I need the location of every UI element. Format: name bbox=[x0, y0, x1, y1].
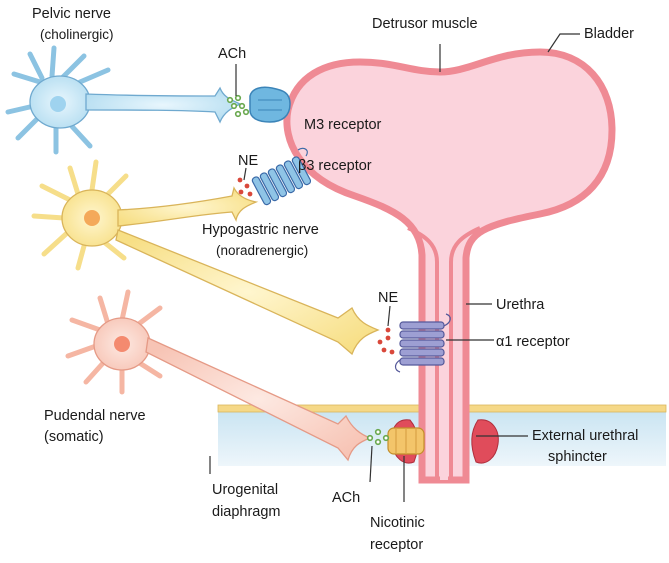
ach-vesicles-bottom bbox=[366, 428, 390, 446]
ne-vesicles-top bbox=[237, 177, 253, 197]
pudendal-nerve-label: Pudendal nerve bbox=[44, 408, 146, 424]
labels: Pelvic nerve (cholinergic) Detrusor musc… bbox=[32, 6, 638, 553]
hypogastric-nerve-label: Hypogastric nerve bbox=[202, 222, 319, 238]
ne-top-label: NE bbox=[238, 153, 258, 169]
detrusor-muscle-label: Detrusor muscle bbox=[372, 16, 478, 32]
pelvic-neuron bbox=[5, 45, 242, 155]
ne-mid-label: NE bbox=[378, 290, 398, 306]
nicotinic-label-line2: receptor bbox=[370, 537, 423, 553]
ach-top-label: ACh bbox=[218, 46, 246, 62]
pelvic-nerve-type-label: (cholinergic) bbox=[40, 27, 114, 42]
bladder-shape bbox=[283, 48, 616, 484]
hypogastric-nerve-type-label: (noradrenergic) bbox=[216, 243, 308, 258]
beta3-receptor bbox=[251, 147, 312, 206]
leader-lines bbox=[209, 33, 580, 502]
external-sphincter-label-line1: External urethral bbox=[532, 428, 638, 444]
m3-receptor bbox=[249, 86, 291, 123]
alpha1-receptor bbox=[394, 313, 451, 373]
alpha1-receptor-label: α1 receptor bbox=[496, 334, 570, 350]
ne-vesicles-mid bbox=[377, 327, 395, 355]
urethra-label: Urethra bbox=[496, 297, 545, 313]
bladder-label: Bladder bbox=[584, 26, 634, 42]
urogenital-label-line1: Urogenital bbox=[212, 482, 278, 498]
m3-receptor-label: M3 receptor bbox=[304, 117, 382, 133]
nicotinic-receptor bbox=[387, 427, 425, 455]
ach-bottom-label: ACh bbox=[332, 490, 360, 506]
beta3-receptor-label: β3 receptor bbox=[298, 158, 372, 174]
pudendal-nerve-type-label: (somatic) bbox=[44, 429, 104, 445]
ach-vesicles-top bbox=[226, 94, 250, 118]
external-sphincter-label-line2: sphincter bbox=[548, 449, 607, 465]
hypogastric-neuron bbox=[31, 159, 380, 356]
nicotinic-label-line1: Nicotinic bbox=[370, 515, 425, 531]
pelvic-nerve-label: Pelvic nerve bbox=[32, 6, 111, 22]
urogenital-label-line2: diaphragm bbox=[212, 504, 281, 520]
